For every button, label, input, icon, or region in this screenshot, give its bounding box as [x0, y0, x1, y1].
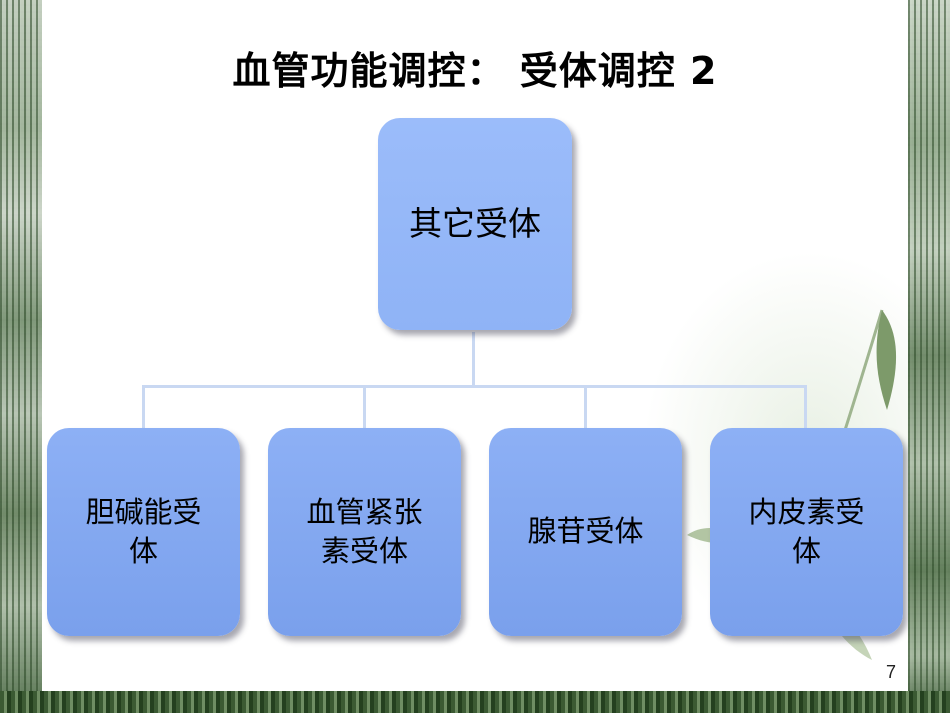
node-child-1: 胆碱能受 体: [47, 428, 240, 636]
connector-child-3: [584, 385, 587, 430]
connector-child-1: [142, 385, 145, 430]
page-title: 血管功能调控： 受体调控 2: [232, 49, 718, 93]
node-child-1-label: 胆碱能受 体: [85, 494, 202, 568]
node-child-2-label: 血管紧张 素受体: [306, 494, 423, 568]
right-bamboo-border: [908, 0, 950, 713]
left-bamboo-border: [0, 0, 42, 713]
connector-horizontal-bar: [142, 385, 807, 388]
node-root: 其它受体: [378, 118, 572, 330]
node-root-label: 其它受体: [409, 203, 541, 243]
slide-canvas: 血管功能调控： 受体调控 2 其它受体 胆碱能受 体 血管紧张 素受体 腺苷受体…: [42, 0, 908, 691]
node-child-3: 腺苷受体: [489, 428, 682, 636]
node-child-4: 内皮素受 体: [710, 428, 903, 636]
connector-child-2: [363, 385, 366, 430]
node-child-2: 血管紧张 素受体: [268, 428, 461, 636]
page-number: 7: [885, 662, 896, 682]
connector-root-stem: [472, 332, 475, 387]
node-child-4-label: 内皮素受 体: [748, 494, 865, 568]
connector-child-4: [804, 385, 807, 430]
bottom-border: [0, 691, 950, 713]
node-child-3-label: 腺苷受体: [527, 514, 644, 549]
